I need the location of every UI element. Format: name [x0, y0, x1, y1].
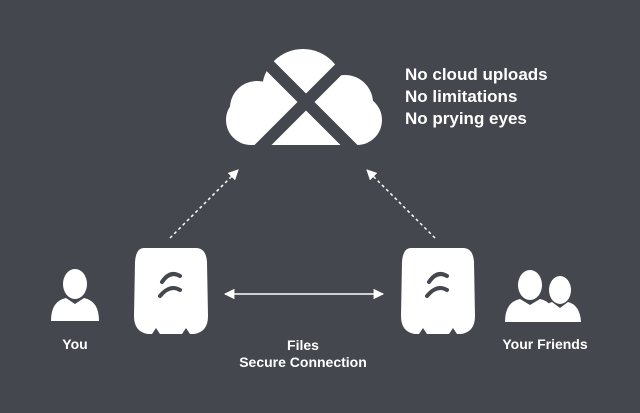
you-label: You: [62, 336, 88, 352]
arrow-you-to-cloud: [169, 169, 239, 239]
secure-connection-label: Secure Connection: [239, 354, 367, 370]
tagline-list: No cloud uploads No limitations No pryin…: [405, 64, 548, 130]
cloud-icon: [226, 49, 382, 145]
tagline-no-limitations: No limitations: [405, 87, 518, 106]
tagline-no-cloud: No cloud uploads: [405, 65, 548, 84]
tagline-no-prying-eyes: No prying eyes: [405, 109, 527, 128]
user-icon: [51, 269, 99, 321]
files-label: Files: [287, 337, 319, 353]
cross-icon: [249, 47, 363, 159]
device-icon: [134, 248, 208, 334]
arrow-friends-to-cloud: [366, 169, 436, 239]
user-group-icon: [505, 270, 581, 322]
connection-label: Files Secure Connection: [203, 337, 403, 371]
device-icon: [401, 248, 475, 334]
your-friends-label: Your Friends: [502, 336, 588, 352]
